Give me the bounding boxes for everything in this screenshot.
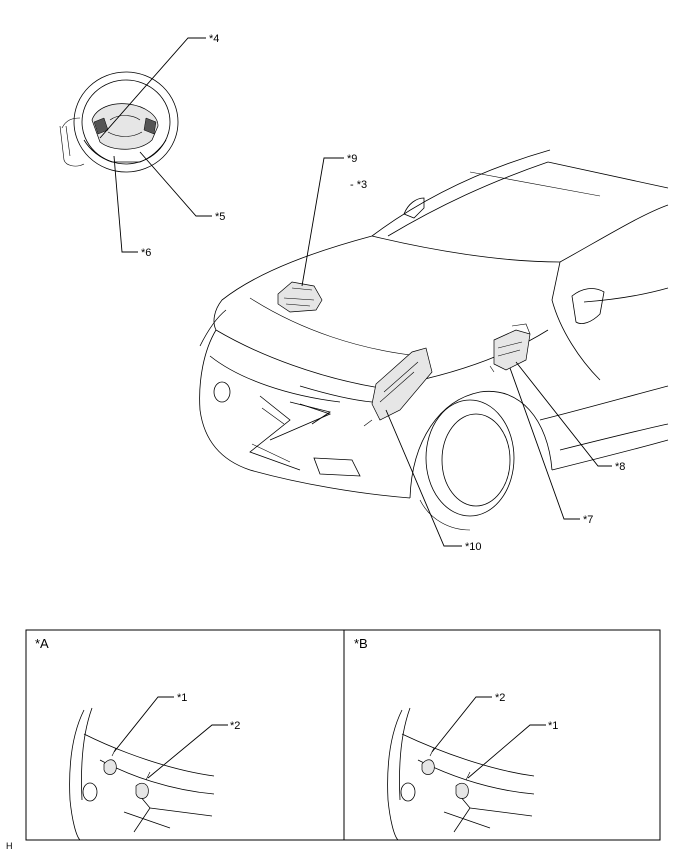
vehicle-illustration <box>199 149 669 531</box>
corner-mark: H <box>6 841 13 851</box>
panel-b-title: *B <box>354 636 368 651</box>
panel-a-label-1: *1 <box>177 692 187 704</box>
callout-6: *6 <box>141 247 151 259</box>
panel-b-label-1: *2 <box>495 692 505 704</box>
steering-wheel-illustration <box>59 71 179 173</box>
callout-7: *7 <box>583 514 593 526</box>
callout-8: *8 <box>615 461 625 473</box>
callout-9: *9 <box>347 153 357 165</box>
leader-lines <box>99 37 612 547</box>
detail-panel-b: *B *2 *1 <box>343 629 661 841</box>
component-8-illustration <box>489 323 531 373</box>
component-10-illustration <box>363 347 433 427</box>
callout-5: *5 <box>215 211 225 223</box>
panel-a-label-2: *2 <box>230 720 240 732</box>
callout-4: *4 <box>209 33 219 45</box>
callout-3: - *3 <box>350 179 367 191</box>
panel-b-label-2: *1 <box>548 720 558 732</box>
detail-panel-a: *A *1 *2 <box>25 629 345 841</box>
panel-a-title: *A <box>35 636 49 651</box>
component-9-illustration <box>277 281 323 313</box>
callout-10: *10 <box>465 541 482 553</box>
